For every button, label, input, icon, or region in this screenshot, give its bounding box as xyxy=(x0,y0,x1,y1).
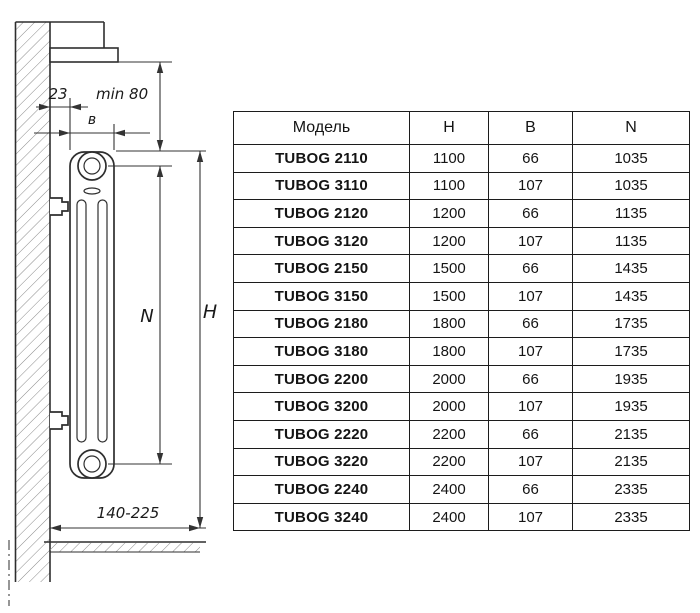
h-cell: 2200 xyxy=(409,447,489,477)
top-plug xyxy=(83,187,101,195)
header-row: Модель H B N xyxy=(233,111,690,145)
b-cell: 66 xyxy=(488,254,573,283)
b-cell: 107 xyxy=(488,337,573,366)
h-cell: 1500 xyxy=(409,281,489,311)
dimension-lines xyxy=(34,61,206,529)
b-cell: 66 xyxy=(488,144,573,173)
radiator xyxy=(50,151,115,479)
n-cell: 1435 xyxy=(572,254,690,283)
radiator-tube xyxy=(97,199,108,443)
b-cell: 66 xyxy=(488,364,573,394)
table-row: TUBOG 2180 1800 66 1735 xyxy=(233,309,690,339)
h-cell: 2400 xyxy=(409,502,489,532)
b-cell: 107 xyxy=(488,281,573,311)
model-cell: TUBOG 3150 xyxy=(233,281,410,311)
table-row: TUBOG 3120 1200 107 1135 xyxy=(233,226,690,256)
dimension-arrows xyxy=(39,62,204,532)
n-cell: 1735 xyxy=(572,309,690,339)
b-cell: 66 xyxy=(488,309,573,339)
n-cell: 1135 xyxy=(572,226,690,256)
n-cell: 1735 xyxy=(572,337,690,366)
model-cell: TUBOG 3240 xyxy=(233,502,410,532)
label-axis-distance: N xyxy=(140,306,153,327)
model-cell: TUBOG 2220 xyxy=(233,419,410,449)
model-cell: TUBOG 2120 xyxy=(233,199,410,228)
spec-table: Модель H B N TUBOG 2110 1100 66 1035 TUB… xyxy=(233,111,690,532)
model-cell: TUBOG 2150 xyxy=(233,254,410,283)
wall-section xyxy=(14,21,105,582)
h-cell: 1200 xyxy=(409,199,489,228)
table-row: TUBOG 3150 1500 107 1435 xyxy=(233,281,690,311)
header-n: N xyxy=(572,111,690,145)
radiator-mounting-diagram: 23 min 80 в N H 140-225 xyxy=(8,21,217,606)
table-row: TUBOG 3200 2000 107 1935 xyxy=(233,392,690,421)
model-cell: TUBOG 2200 xyxy=(233,364,410,394)
table-row: TUBOG 3110 1100 107 1035 xyxy=(233,171,690,201)
h-cell: 2400 xyxy=(409,475,489,504)
n-cell: 1435 xyxy=(572,281,690,311)
model-cell: TUBOG 2240 xyxy=(233,475,410,504)
label-height: H xyxy=(203,301,217,323)
table-row: TUBOG 2150 1500 66 1435 xyxy=(233,254,690,283)
b-cell: 107 xyxy=(488,502,573,532)
model-cell: TUBOG 3200 xyxy=(233,392,410,421)
label-min-clearance: min 80 xyxy=(96,85,148,103)
radiator-tube xyxy=(76,199,87,443)
label-depth: в xyxy=(88,112,96,128)
wall-bracket-top xyxy=(50,197,69,216)
n-cell: 1035 xyxy=(572,144,690,173)
n-cell: 2335 xyxy=(572,475,690,504)
n-cell: 2135 xyxy=(572,419,690,449)
table-row: TUBOG 3180 1800 107 1735 xyxy=(233,337,690,366)
table-row: TUBOG 3220 2200 107 2135 xyxy=(233,447,690,477)
wall-bracket-bottom xyxy=(50,411,69,430)
model-cell: TUBOG 3220 xyxy=(233,447,410,477)
wall-hatch xyxy=(15,22,50,582)
dimension-labels: 23 min 80 в N H 140-225 xyxy=(48,85,217,522)
table-row: TUBOG 3240 2400 107 2335 xyxy=(233,502,690,532)
b-cell: 66 xyxy=(488,199,573,228)
table-row: TUBOG 2220 2200 66 2135 xyxy=(233,419,690,449)
table-row: TUBOG 2240 2400 66 2335 xyxy=(233,475,690,504)
model-cell: TUBOG 2180 xyxy=(233,309,410,339)
model-cell: TUBOG 2110 xyxy=(233,144,410,173)
n-cell: 1135 xyxy=(572,199,690,228)
label-floor-clearance: 140-225 xyxy=(97,504,160,522)
model-cell: TUBOG 3120 xyxy=(233,226,410,256)
b-cell: 107 xyxy=(488,392,573,421)
model-cell: TUBOG 3110 xyxy=(233,171,410,201)
h-cell: 1800 xyxy=(409,337,489,366)
h-cell: 1500 xyxy=(409,254,489,283)
label-wall-gap: 23 xyxy=(48,85,67,103)
model-cell: TUBOG 3180 xyxy=(233,337,410,366)
h-cell: 2000 xyxy=(409,392,489,421)
header-b: B xyxy=(488,111,573,145)
b-cell: 66 xyxy=(488,419,573,449)
header-model: Модель xyxy=(233,111,410,145)
h-cell: 1100 xyxy=(409,144,489,173)
b-cell: 107 xyxy=(488,447,573,477)
h-cell: 2200 xyxy=(409,419,489,449)
table-row: TUBOG 2200 2000 66 1935 xyxy=(233,364,690,394)
window-sill xyxy=(49,47,119,63)
n-cell: 2335 xyxy=(572,502,690,532)
b-cell: 66 xyxy=(488,475,573,504)
b-cell: 107 xyxy=(488,171,573,201)
h-cell: 2000 xyxy=(409,364,489,394)
n-cell: 1935 xyxy=(572,392,690,421)
h-cell: 1800 xyxy=(409,309,489,339)
n-cell: 1035 xyxy=(572,171,690,201)
floor-hatch xyxy=(50,542,200,552)
header-h: H xyxy=(409,111,489,145)
b-cell: 107 xyxy=(488,226,573,256)
n-cell: 2135 xyxy=(572,447,690,477)
h-cell: 1200 xyxy=(409,226,489,256)
table-row: TUBOG 2120 1200 66 1135 xyxy=(233,199,690,228)
n-cell: 1935 xyxy=(572,364,690,394)
h-cell: 1100 xyxy=(409,171,489,201)
table-row: TUBOG 2110 1100 66 1035 xyxy=(233,144,690,173)
floor-section xyxy=(8,540,206,606)
spec-table-container: Модель H B N TUBOG 2110 1100 66 1035 TUB… xyxy=(233,111,690,532)
